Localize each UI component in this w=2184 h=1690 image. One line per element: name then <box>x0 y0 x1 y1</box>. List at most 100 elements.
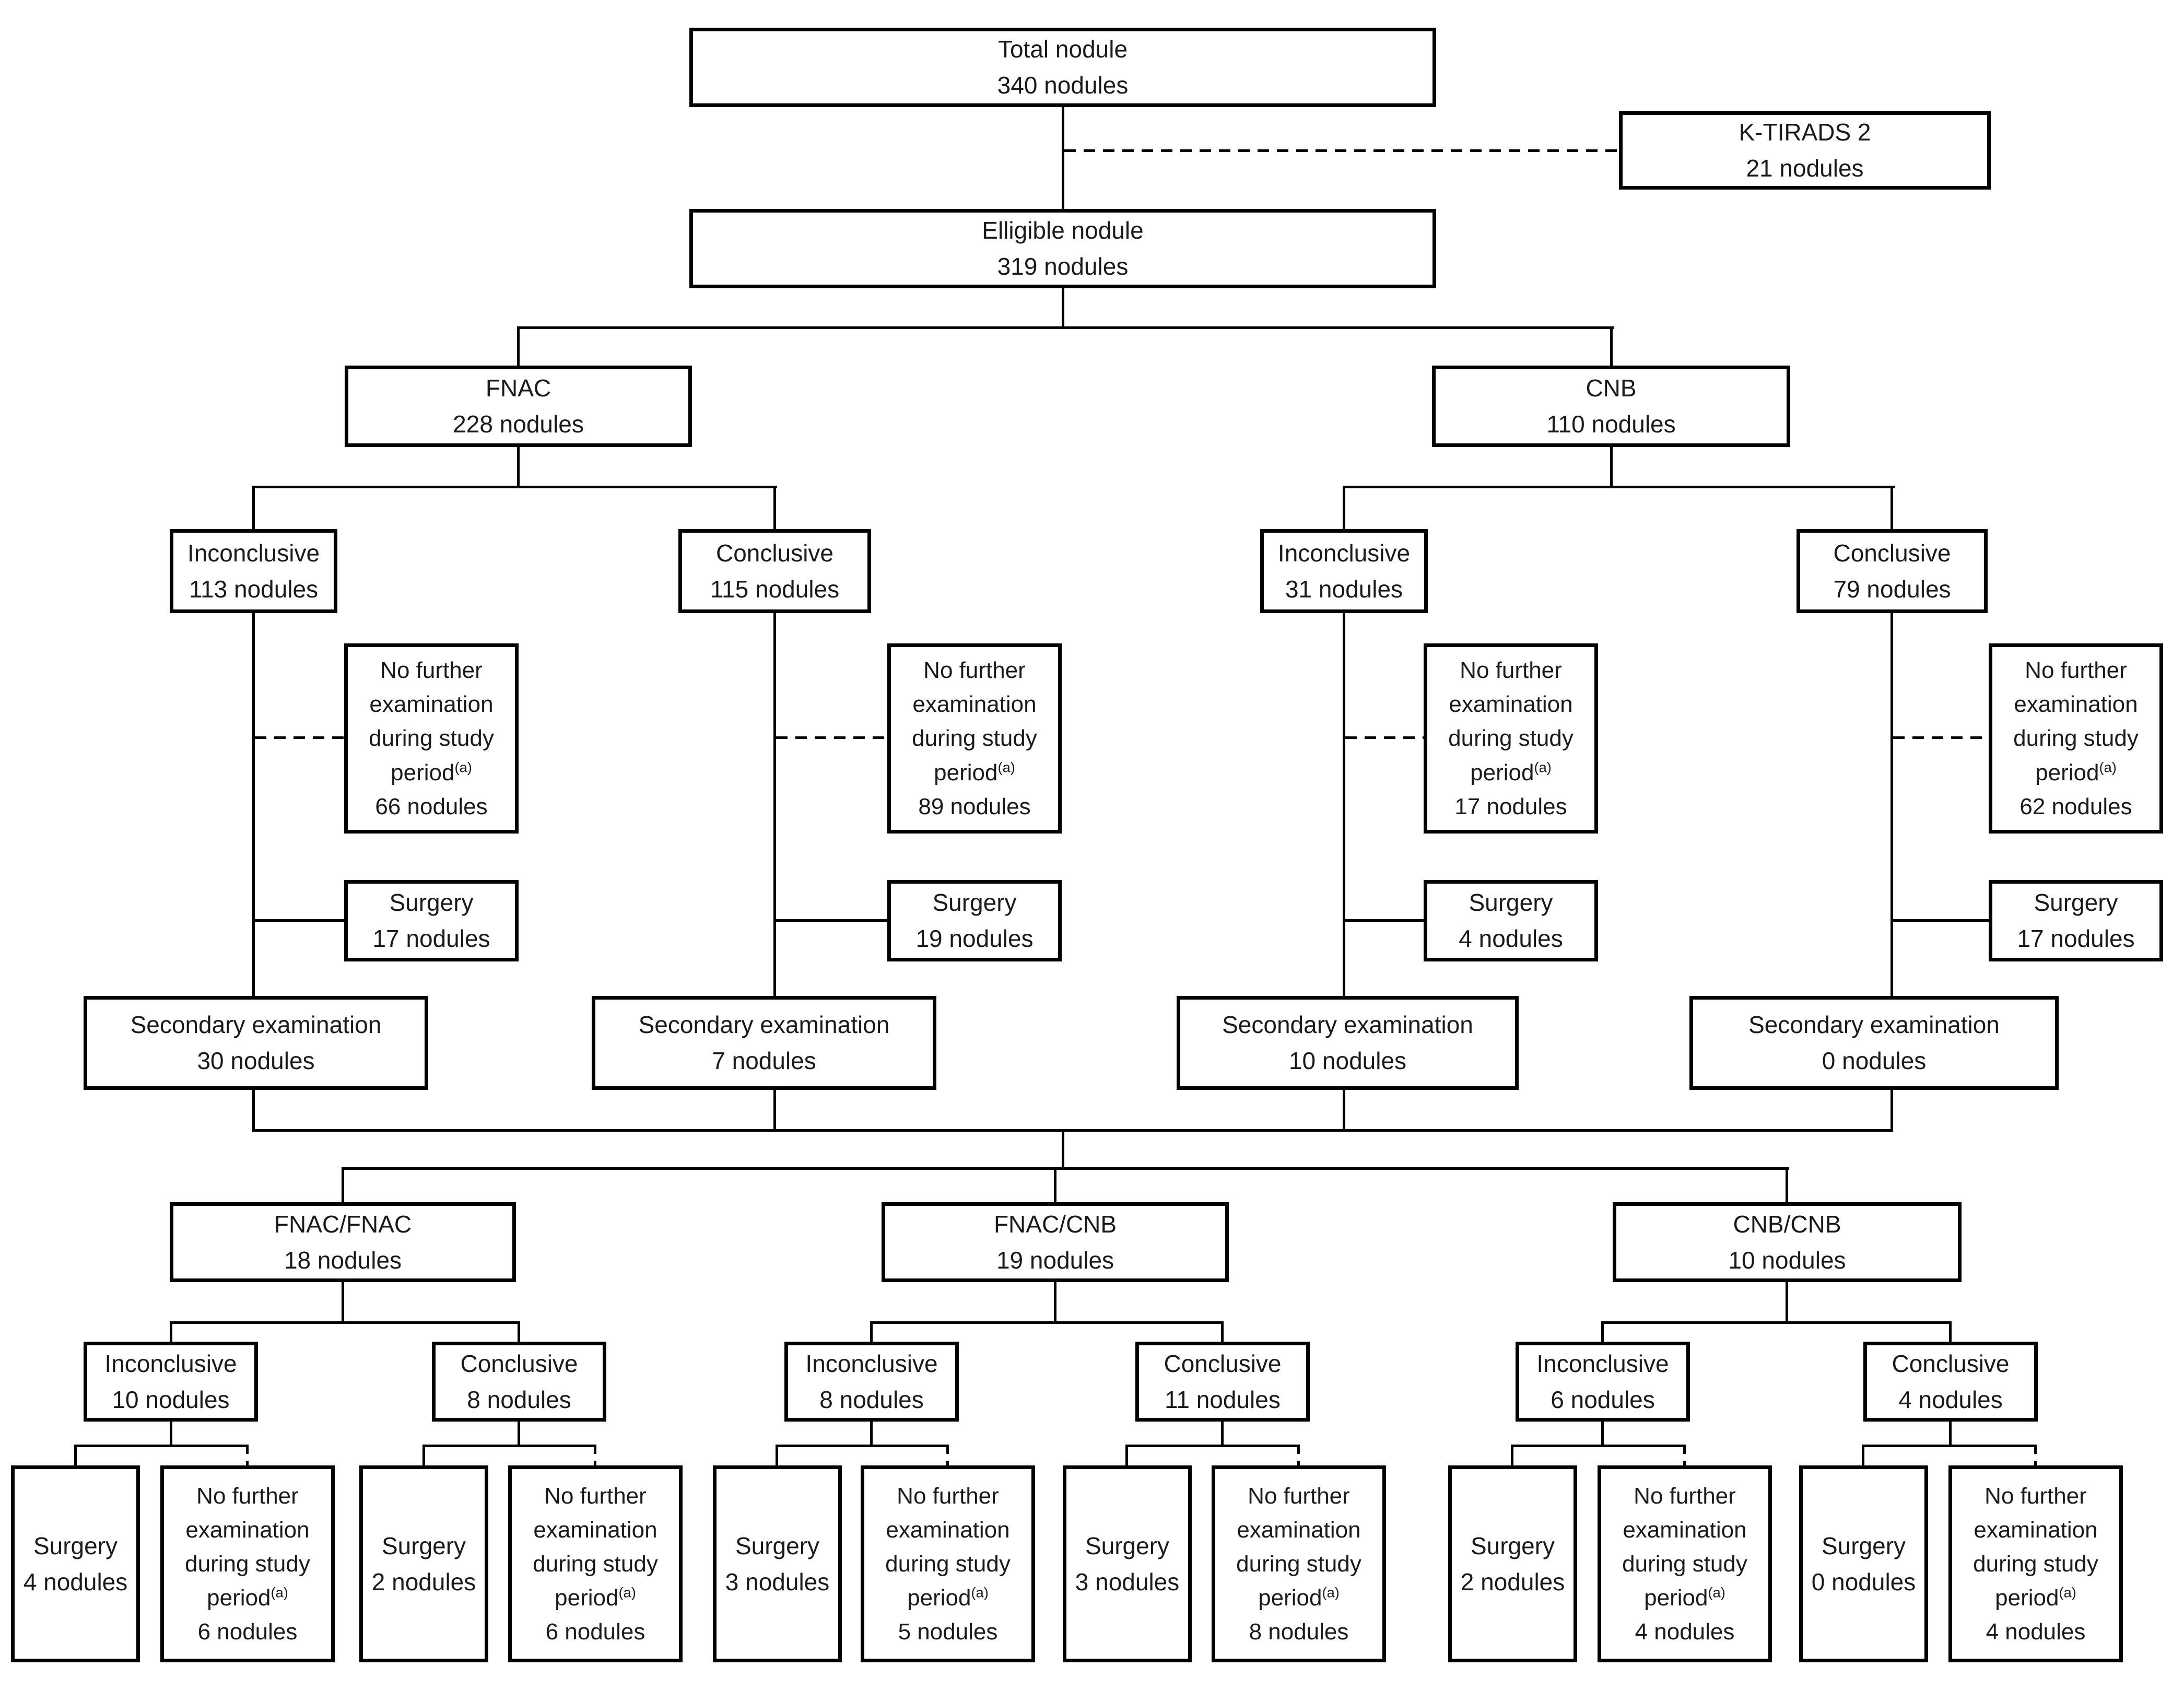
connector-line <box>1786 1167 1788 1205</box>
connector-line <box>252 613 255 999</box>
connector-line <box>252 1129 1893 1132</box>
connector-line <box>255 919 344 922</box>
connector-line <box>252 486 255 532</box>
node-label: Inconclusive <box>104 1349 237 1377</box>
node-cnbcnb-inconclusive: Inconclusive 6 nodules <box>1516 1342 1690 1422</box>
node-fnacfnac-inconclusive: Inconclusive 10 nodules <box>84 1342 258 1422</box>
node-count: 17 nodules <box>372 925 490 952</box>
footnote-marker: (a) <box>1322 1584 1340 1601</box>
connector-line <box>1891 486 1893 532</box>
node-text: No further examination during study peri… <box>864 1479 1031 1649</box>
connector-line <box>776 1445 778 1468</box>
node-count: 6 nodules <box>197 1619 298 1645</box>
connector-line <box>252 1090 255 1132</box>
connector-line <box>1054 1167 1056 1205</box>
connector-line <box>1786 1282 1788 1324</box>
footnote-marker: (a) <box>1534 758 1552 775</box>
connector-line-dashed <box>594 1445 596 1468</box>
connector-line <box>773 613 776 999</box>
node-fnacfnac-inconclusive-no-further: No further examination during study peri… <box>160 1465 335 1662</box>
node-text: Surgery 4 nodules <box>1427 885 1594 957</box>
node-count: 30 nodules <box>197 1047 315 1074</box>
connector-line <box>1610 447 1613 488</box>
node-label: Surgery <box>1469 889 1553 916</box>
node-text: Surgery 17 nodules <box>348 885 515 957</box>
node-fnac-inconclusive-secondary-exam: Secondary examination 30 nodules <box>84 996 428 1090</box>
node-cnbcnb-inconclusive-surgery: Surgery 2 nodules <box>1448 1465 1577 1662</box>
connector-line <box>170 1321 520 1324</box>
node-text: Inconclusive 6 nodules <box>1519 1346 1686 1418</box>
node-cnb-inconclusive-no-further: No further examination during study peri… <box>1424 643 1598 834</box>
node-fnac-inconclusive-no-further: No further examination during study peri… <box>344 643 519 834</box>
node-count: 4 nodules <box>1459 925 1563 952</box>
connector-line-dashed <box>1064 149 1619 152</box>
node-count: 2 nodules <box>1460 1568 1565 1595</box>
node-label: Secondary examination <box>130 1011 382 1038</box>
connector-line <box>773 486 776 532</box>
connector-line <box>1862 1445 1864 1468</box>
node-label: FNAC <box>485 374 551 402</box>
node-label: Surgery <box>33 1532 118 1559</box>
connector-line <box>776 1445 949 1447</box>
node-label: Surgery <box>735 1532 820 1559</box>
node-count: 5 nodules <box>898 1619 998 1645</box>
node-count: 110 nodules <box>1546 410 1676 438</box>
connector-line <box>170 1321 172 1344</box>
node-label: No further examination during study peri… <box>912 658 1037 785</box>
node-text: No further examination during study peri… <box>1215 1479 1382 1649</box>
connector-line <box>773 1090 776 1132</box>
connector-line <box>1949 1321 1952 1344</box>
node-label: FNAC/FNAC <box>274 1210 412 1238</box>
node-count: 11 nodules <box>1165 1386 1281 1413</box>
node-label: Surgery <box>1470 1532 1555 1559</box>
node-count: 319 nodules <box>997 253 1129 280</box>
node-count: 115 nodules <box>710 575 840 603</box>
node-count: 228 nodules <box>453 410 584 438</box>
footnote-marker: (a) <box>971 1584 989 1601</box>
node-count: 19 nodules <box>915 925 1034 952</box>
node-count: 21 nodules <box>1746 155 1864 182</box>
node-count: 8 nodules <box>819 1386 924 1413</box>
node-text: No further examination during study peri… <box>1952 1479 2119 1649</box>
connector-line-dashed <box>776 736 887 739</box>
connector-line-dashed <box>1683 1445 1686 1468</box>
connector-line <box>1601 1321 1604 1344</box>
connector-line <box>342 1167 344 1205</box>
connector-line <box>1062 1129 1064 1170</box>
connector-line <box>1891 1090 1893 1132</box>
node-label: Surgery <box>389 889 474 916</box>
node-label: Inconclusive <box>1536 1349 1669 1377</box>
connector-line <box>1862 1445 2037 1447</box>
node-count: 3 nodules <box>1075 1568 1180 1595</box>
connector-line <box>170 1422 172 1447</box>
node-count: 66 nodules <box>375 793 488 819</box>
node-label: Secondary examination <box>1748 1011 2000 1038</box>
node-count: 0 nodules <box>1811 1568 1916 1595</box>
node-text: Inconclusive 10 nodules <box>87 1346 254 1418</box>
node-count: 6 nodules <box>1551 1386 1655 1413</box>
node-label: Secondary examination <box>638 1011 890 1038</box>
node-count: 10 nodules <box>112 1386 230 1413</box>
node-label: No further examination during study peri… <box>185 1483 310 1611</box>
